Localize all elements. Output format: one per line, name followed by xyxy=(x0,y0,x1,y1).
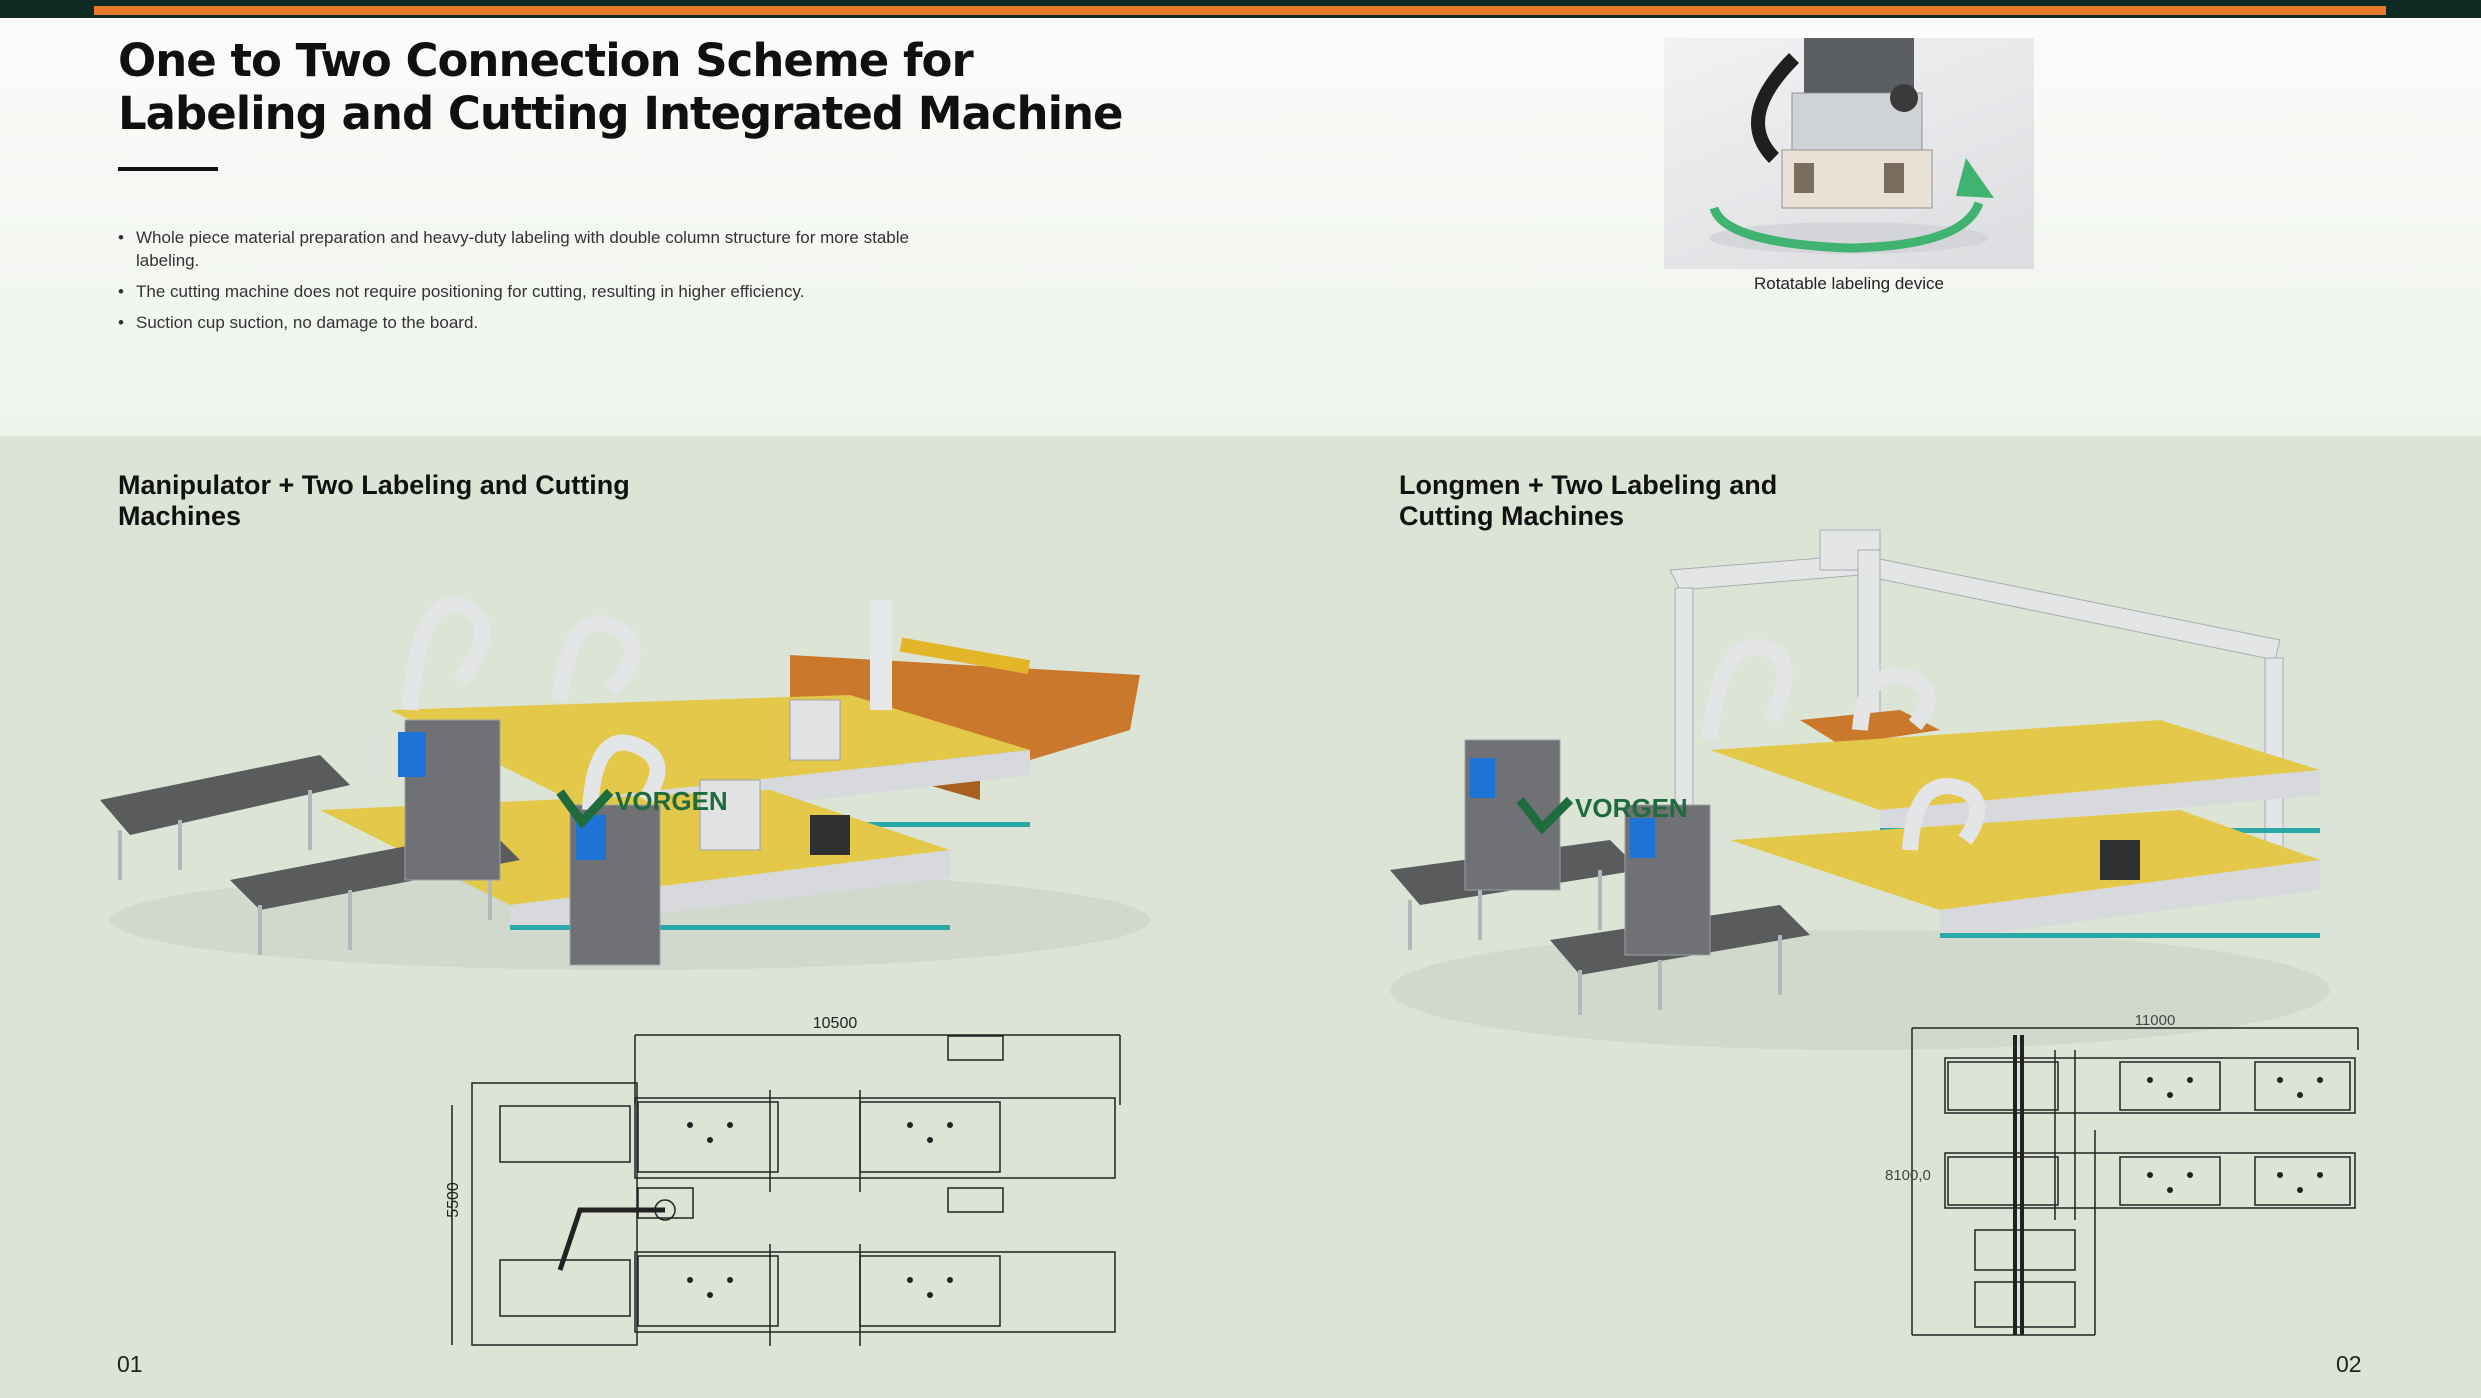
feature-item: Whole piece material preparation and hea… xyxy=(118,226,938,272)
dimension-height-label: 8100,0 xyxy=(1885,1167,1931,1184)
feature-item: Suction cup suction, no damage to the bo… xyxy=(118,311,938,334)
page-number-left: 01 xyxy=(117,1351,143,1377)
brand-logo-text: VORGEN xyxy=(1575,793,1688,823)
dimension-width-label: 11000 xyxy=(2135,1012,2176,1029)
manipulator-layout-drawing: 10500 5500 xyxy=(445,1015,1121,1346)
accent-bar xyxy=(94,6,2386,15)
longmen-layout-drawing: 11000 8100,0 xyxy=(1885,1012,2359,1336)
device-illustration xyxy=(1709,38,1994,254)
longmen-machine-render: VORGEN xyxy=(1390,529,2330,1050)
rotatable-device-photo xyxy=(1664,38,2034,269)
manipulator-machine-render: VORGEN xyxy=(100,596,1150,970)
device-caption: Rotatable labeling device xyxy=(1754,274,1944,293)
section-title-longmen: Longmen + Two Labeling and Cutting Machi… xyxy=(1399,470,1778,531)
dimension-height-label: 5500 xyxy=(445,1182,462,1218)
dimension-width-label: 10500 xyxy=(813,1015,858,1032)
title-underline xyxy=(118,167,218,171)
page-title: One to Two Connection Scheme for Labelin… xyxy=(118,34,1124,140)
section-title-manipulator: Manipulator + Two Labeling and Cutting M… xyxy=(118,470,630,531)
feature-item: The cutting machine does not require pos… xyxy=(118,280,938,303)
brand-logo-text: VORGEN xyxy=(615,786,728,816)
feature-list: Whole piece material preparation and hea… xyxy=(118,226,938,342)
page-number-right: 02 xyxy=(2336,1351,2362,1377)
